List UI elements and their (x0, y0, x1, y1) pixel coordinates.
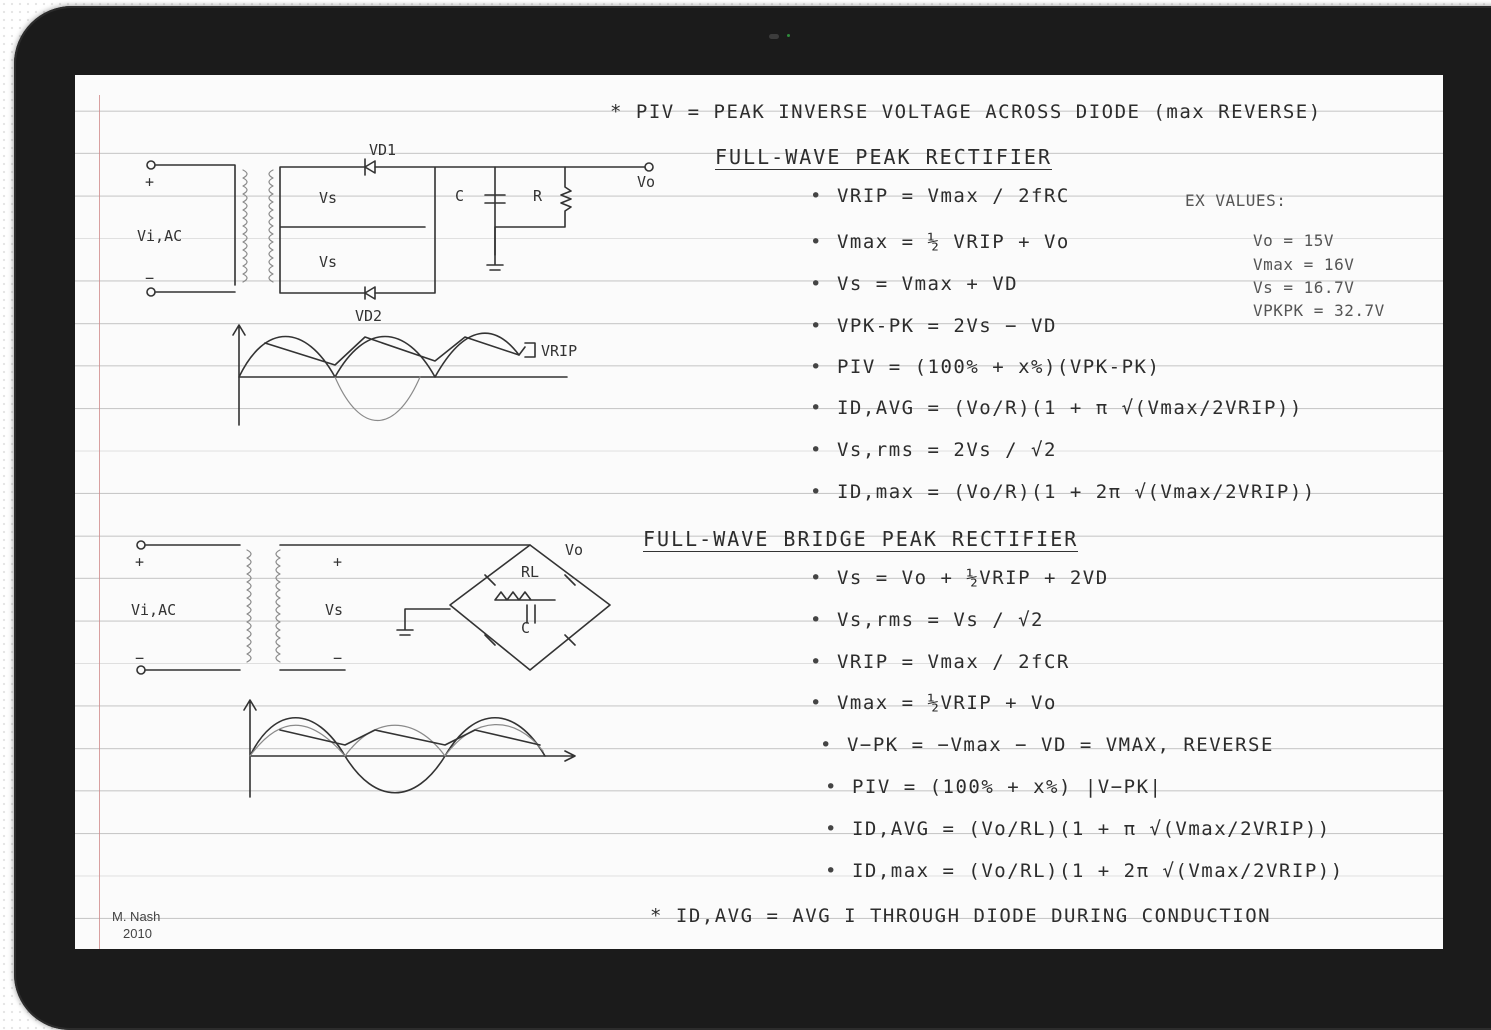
fw-equation: •VPK-PK = 2Vs − VD (810, 315, 1057, 337)
svg-text:Vs: Vs (325, 601, 343, 619)
fullwave-section-title: FULL-WAVE PEAK RECTIFIER (715, 145, 1052, 170)
svg-text:+: + (135, 553, 144, 571)
notebook-page: VD1 VD2 Vo Vs Vs C R Vi,AC + − VRIP (75, 75, 1443, 949)
example-value: Vo = 15V (1253, 231, 1335, 250)
author-name: M. Nash (112, 909, 161, 924)
fw-equation: •ID,AVG = (Vo/R)(1 + π √(Vmax/2VRIP)) (810, 397, 1303, 419)
indicator-light-icon (787, 34, 790, 37)
bridge-equation: •V−PK = −Vmax − VD = VMAX, REVERSE (820, 734, 1274, 756)
fw-equation: •Vs = Vmax + VD (810, 273, 1019, 295)
circuit-sketches: VD1 VD2 Vo Vs Vs C R Vi,AC + − VRIP (131, 141, 655, 798)
bridge-equation: •Vs = Vo + ½VRIP + 2VD (810, 567, 1109, 589)
piv-definition-note: * PIV = PEAK INVERSE VOLTAGE ACROSS DIOD… (610, 101, 1322, 123)
svg-text:VD1: VD1 (369, 141, 396, 159)
bridge-section-title: FULL-WAVE BRIDGE PEAK RECTIFIER (643, 527, 1079, 552)
fullwave-circuit-diagram: VD1 VD2 Vo Vs Vs C R Vi,AC + − (137, 141, 655, 325)
svg-text:Vo: Vo (637, 173, 655, 191)
example-values-title: EX VALUES: (1185, 191, 1287, 210)
svg-text:C: C (521, 619, 530, 637)
svg-text:+: + (145, 173, 154, 191)
fw-equation: •PIV = (100% + x%)(VPK-PK) (810, 356, 1161, 378)
example-value: VPKPK = 32.7V (1253, 301, 1385, 320)
margin-line (99, 95, 100, 949)
svg-text:Vi,AC: Vi,AC (131, 601, 176, 619)
svg-text:Vs: Vs (319, 253, 337, 271)
fullwave-waveform: VRIP (232, 324, 577, 426)
svg-text:+: + (333, 553, 342, 571)
bridge-equation: •ID,AVG = (Vo/RL)(1 + π √(Vmax/2VRIP)) (825, 818, 1331, 840)
svg-text:Vo: Vo (565, 541, 583, 559)
bridge-equation: •Vmax = ½VRIP + Vo (810, 692, 1057, 714)
svg-text:Vi,AC: Vi,AC (137, 227, 182, 245)
camera-icon (769, 34, 779, 39)
svg-text:Vs: Vs (319, 189, 337, 207)
svg-text:−: − (135, 649, 144, 667)
svg-text:R: R (533, 187, 543, 205)
bridge-waveform (243, 699, 576, 798)
fw-equation: •Vs,rms = 2Vs / √2 (810, 439, 1057, 461)
svg-text:−: − (333, 649, 342, 667)
bridge-equation: •Vs,rms = Vs / √2 (810, 609, 1044, 631)
fw-equation: •ID,max = (Vo/R)(1 + 2π √(Vmax/2VRIP)) (810, 481, 1316, 503)
bridge-equation: •PIV = (100% + x%) |V−PK| (825, 776, 1163, 798)
svg-text:RL: RL (521, 563, 539, 581)
id-avg-definition-note: * ID,AVG = AVG I THROUGH DIODE DURING CO… (650, 905, 1272, 927)
example-value: Vmax = 16V (1253, 255, 1355, 274)
svg-text:VRIP: VRIP (541, 342, 577, 360)
svg-text:C: C (455, 187, 464, 205)
bridge-equation: •ID,max = (Vo/RL)(1 + 2π √(Vmax/2VRIP)) (825, 860, 1344, 882)
example-value: Vs = 16.7V (1253, 278, 1355, 297)
fw-equation: •VRIP = Vmax / 2fRC (810, 185, 1070, 207)
svg-text:−: − (145, 269, 154, 287)
bridge-equation: •VRIP = Vmax / 2fCR (810, 651, 1070, 673)
fw-equation: •Vmax = ½ VRIP + Vo (810, 231, 1070, 253)
bridge-circuit-diagram: Vo RL C Vs Vi,AC + − + − (131, 540, 611, 675)
svg-text:VD2: VD2 (355, 307, 382, 325)
author-year: 2010 (123, 926, 152, 941)
